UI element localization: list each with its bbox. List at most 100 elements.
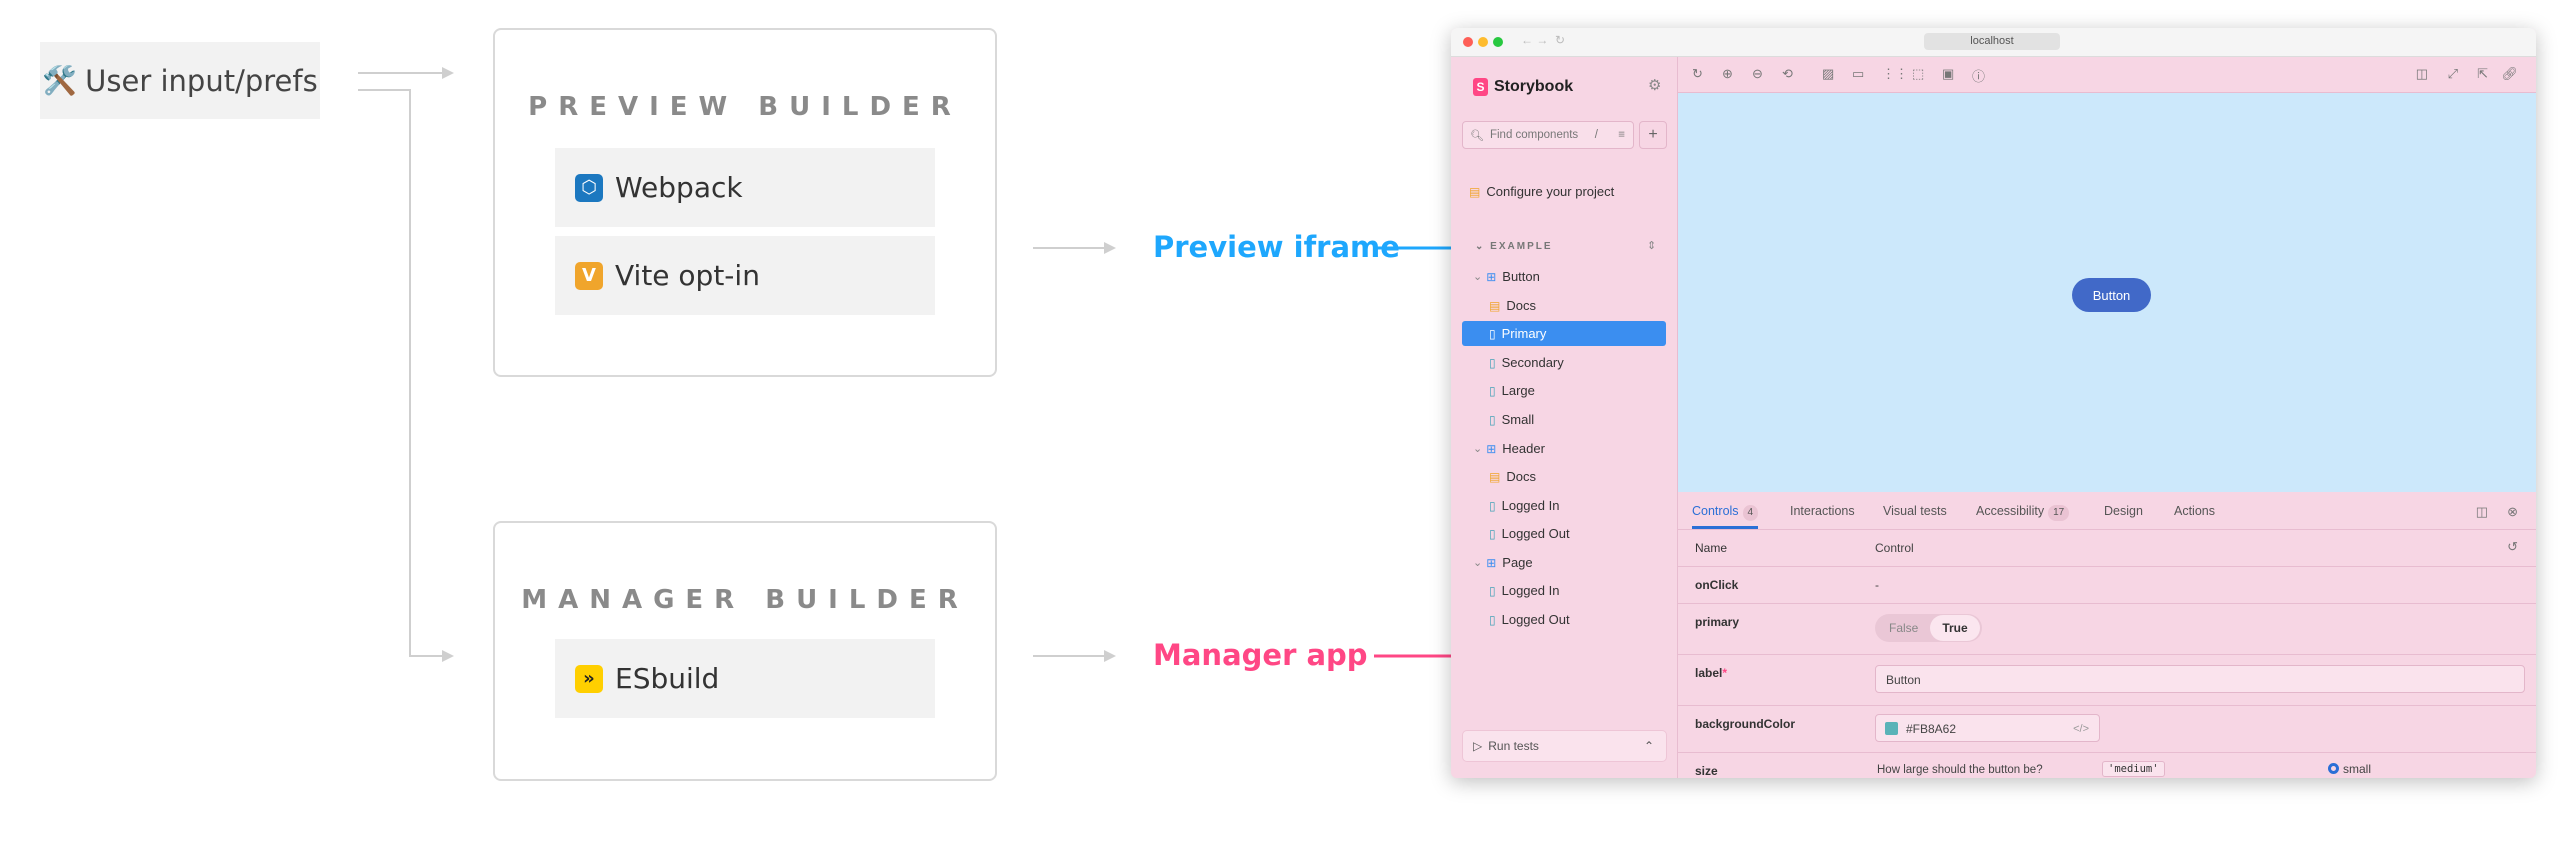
sidebar-item-label: Header: [1502, 441, 1545, 456]
add-button[interactable]: +: [1639, 121, 1667, 149]
outline-icon[interactable]: ⬚: [1912, 66, 1925, 81]
primary-boolean-toggle[interactable]: False True: [1875, 614, 1982, 642]
radio-selected-icon: [2328, 763, 2339, 774]
chevron-down-icon: ⌄: [1473, 557, 1483, 569]
storybook-brand[interactable]: S Storybook: [1473, 78, 1573, 96]
search-input[interactable]: 🔍︎ Find components / ≡: [1462, 121, 1634, 149]
close-panel-icon[interactable]: ⊗: [2507, 504, 2518, 519]
url-bar[interactable]: localhost: [1924, 33, 2060, 50]
chevron-down-icon: ⌄: [1475, 241, 1491, 252]
close-window-icon[interactable]: [1463, 37, 1473, 47]
required-marker: *: [1722, 666, 1728, 680]
browser-titlebar: ← → ↻ localhost: [1451, 28, 2536, 57]
sidebar: S Storybook ⚙ 🔍︎ Find components / ≡ + ▤…: [1451, 57, 1678, 778]
tab-accessibility-label: Accessibility: [1976, 504, 2045, 518]
tab-design-label: Design: [2104, 504, 2143, 518]
column-name-header: Name: [1695, 541, 1728, 555]
section-example[interactable]: ⌄ EXAMPLE: [1475, 241, 1553, 252]
webpack-label: Webpack: [615, 171, 743, 204]
sidebar-story-large[interactable]: ▯Large: [1462, 378, 1666, 403]
preview-iframe-label: Preview iframe: [1153, 230, 1400, 264]
reload-icon[interactable]: ↻: [1692, 66, 1703, 81]
control-onclick-value: -: [1875, 578, 1879, 592]
label-text-input[interactable]: Button: [1875, 665, 2525, 693]
viewport-icon[interactable]: ▭: [1852, 66, 1865, 81]
sidebar-item-label: Logged Out: [1501, 612, 1570, 627]
preview-builder-title: PREVIEW BUILDER: [528, 92, 962, 122]
bookmark-icon: ▯: [1489, 383, 1496, 398]
control-label-name: label: [1695, 666, 1723, 680]
zoom-reset-icon[interactable]: ⟲: [1782, 66, 1793, 81]
manager-builder-title: MANAGER BUILDER: [521, 585, 969, 615]
sidebar-component-header[interactable]: ⌄⊞Header: [1462, 436, 1666, 461]
vite-label: Vite opt-in: [615, 259, 760, 292]
bookmark-icon: ▯: [1489, 412, 1496, 427]
code-icon[interactable]: </>: [2073, 723, 2089, 735]
sidebar-story-logged-out[interactable]: ▯Logged Out: [1462, 607, 1666, 632]
background-color-input[interactable]: #FB8A62 </>: [1875, 714, 2100, 742]
background-icon[interactable]: ▨: [1822, 66, 1835, 81]
tab-visual-tests-label: Visual tests: [1883, 504, 1947, 518]
control-size-description: How large should the button be?: [1877, 764, 2043, 776]
filter-icon[interactable]: ≡: [1618, 129, 1625, 141]
sidebar-component-button[interactable]: ⌄⊞ Button: [1462, 264, 1666, 289]
user-to-manager-arrow: [358, 89, 454, 662]
search-placeholder: Find components: [1489, 129, 1579, 141]
sidebar-story-secondary[interactable]: ▯Secondary: [1462, 350, 1666, 375]
minimize-window-icon[interactable]: [1478, 37, 1488, 47]
sidebar-story-logged-in[interactable]: ▯Logged In: [1462, 578, 1666, 603]
sidebar-component-page[interactable]: ⌄⊞Page: [1462, 550, 1666, 575]
configure-project-link[interactable]: ▤ Configure your project: [1469, 179, 1673, 204]
story-primary-button[interactable]: Button: [2072, 278, 2151, 312]
sidebar-item-label: Logged In: [1501, 498, 1560, 513]
sidebar-story-logged-in[interactable]: ▯ Logged In: [1462, 493, 1666, 518]
sidebar-story-docs[interactable]: ▤Docs: [1462, 464, 1666, 489]
tab-visual-tests[interactable]: Visual tests: [1883, 493, 1947, 529]
document-icon: ▤: [1489, 469, 1501, 484]
sidebar-story-primary[interactable]: ▯Primary: [1462, 321, 1666, 346]
preview-builder-box: PREVIEW BUILDER ⬡ Webpack V Vite opt-in: [493, 28, 997, 377]
color-swatch[interactable]: [1885, 722, 1898, 735]
sidebar-item-label: Docs: [1506, 298, 1536, 313]
sidebar-item-label: Button: [1502, 269, 1540, 284]
expand-collapse-icon[interactable]: ⇕: [1647, 240, 1657, 252]
grid-icon[interactable]: ⋮⋮: [1882, 66, 1908, 81]
size-radio-small[interactable]: small: [2328, 762, 2371, 776]
zoom-out-icon[interactable]: ⊖: [1752, 66, 1763, 81]
tab-design[interactable]: Design: [2104, 493, 2143, 529]
zoom-in-icon[interactable]: ⊕: [1722, 66, 1733, 81]
fullscreen-icon[interactable]: ⤢: [2447, 66, 2458, 81]
sidebar-story-logged-out[interactable]: ▯Logged Out: [1462, 521, 1666, 546]
sidebar-item-label: Primary: [1501, 326, 1547, 341]
panel-position-icon[interactable]: ◫: [2475, 504, 2488, 519]
tab-interactions[interactable]: Interactions: [1790, 493, 1855, 529]
measure-icon[interactable]: ▣: [1942, 66, 1955, 81]
sidebar-toggle-icon[interactable]: ◫: [2415, 66, 2428, 81]
control-size-default: 'medium': [2102, 761, 2165, 777]
toggle-true-option[interactable]: True: [1930, 615, 1980, 641]
run-tests-button[interactable]: ▷ Run tests ⌃: [1462, 730, 1667, 762]
browser-nav-icons[interactable]: ← → ↻: [1521, 33, 1566, 47]
toggle-false-option[interactable]: False: [1889, 621, 1919, 635]
maximize-window-icon[interactable]: [1493, 37, 1503, 47]
reset-controls-icon[interactable]: ↺: [2507, 539, 2518, 554]
tab-actions[interactable]: Actions: [2174, 493, 2215, 529]
sidebar-story-docs[interactable]: ▤Docs: [1462, 293, 1666, 318]
tab-controls-label: Controls: [1692, 504, 1739, 518]
accessibility-icon[interactable]: ⓘ: [1972, 69, 1986, 84]
open-new-tab-icon[interactable]: ⇱: [2477, 66, 2488, 81]
control-row-size: size How large should the button be? 'me…: [1678, 753, 2536, 778]
copy-link-icon[interactable]: 🔗︎: [2501, 66, 2518, 81]
bookmark-icon: ▯: [1489, 526, 1496, 541]
run-tests-label: Run tests: [1488, 739, 1539, 753]
chevron-down-icon: ⌄: [1473, 271, 1483, 283]
storybook-brand-label: Storybook: [1494, 78, 1574, 95]
sidebar-story-small[interactable]: ▯Small: [1462, 407, 1666, 432]
settings-gear-icon[interactable]: ⚙: [1648, 77, 1662, 94]
component-icon: ⊞: [1486, 269, 1497, 284]
esbuild-box: » ESbuild: [555, 639, 935, 718]
bookmark-icon: ▯: [1489, 498, 1496, 513]
